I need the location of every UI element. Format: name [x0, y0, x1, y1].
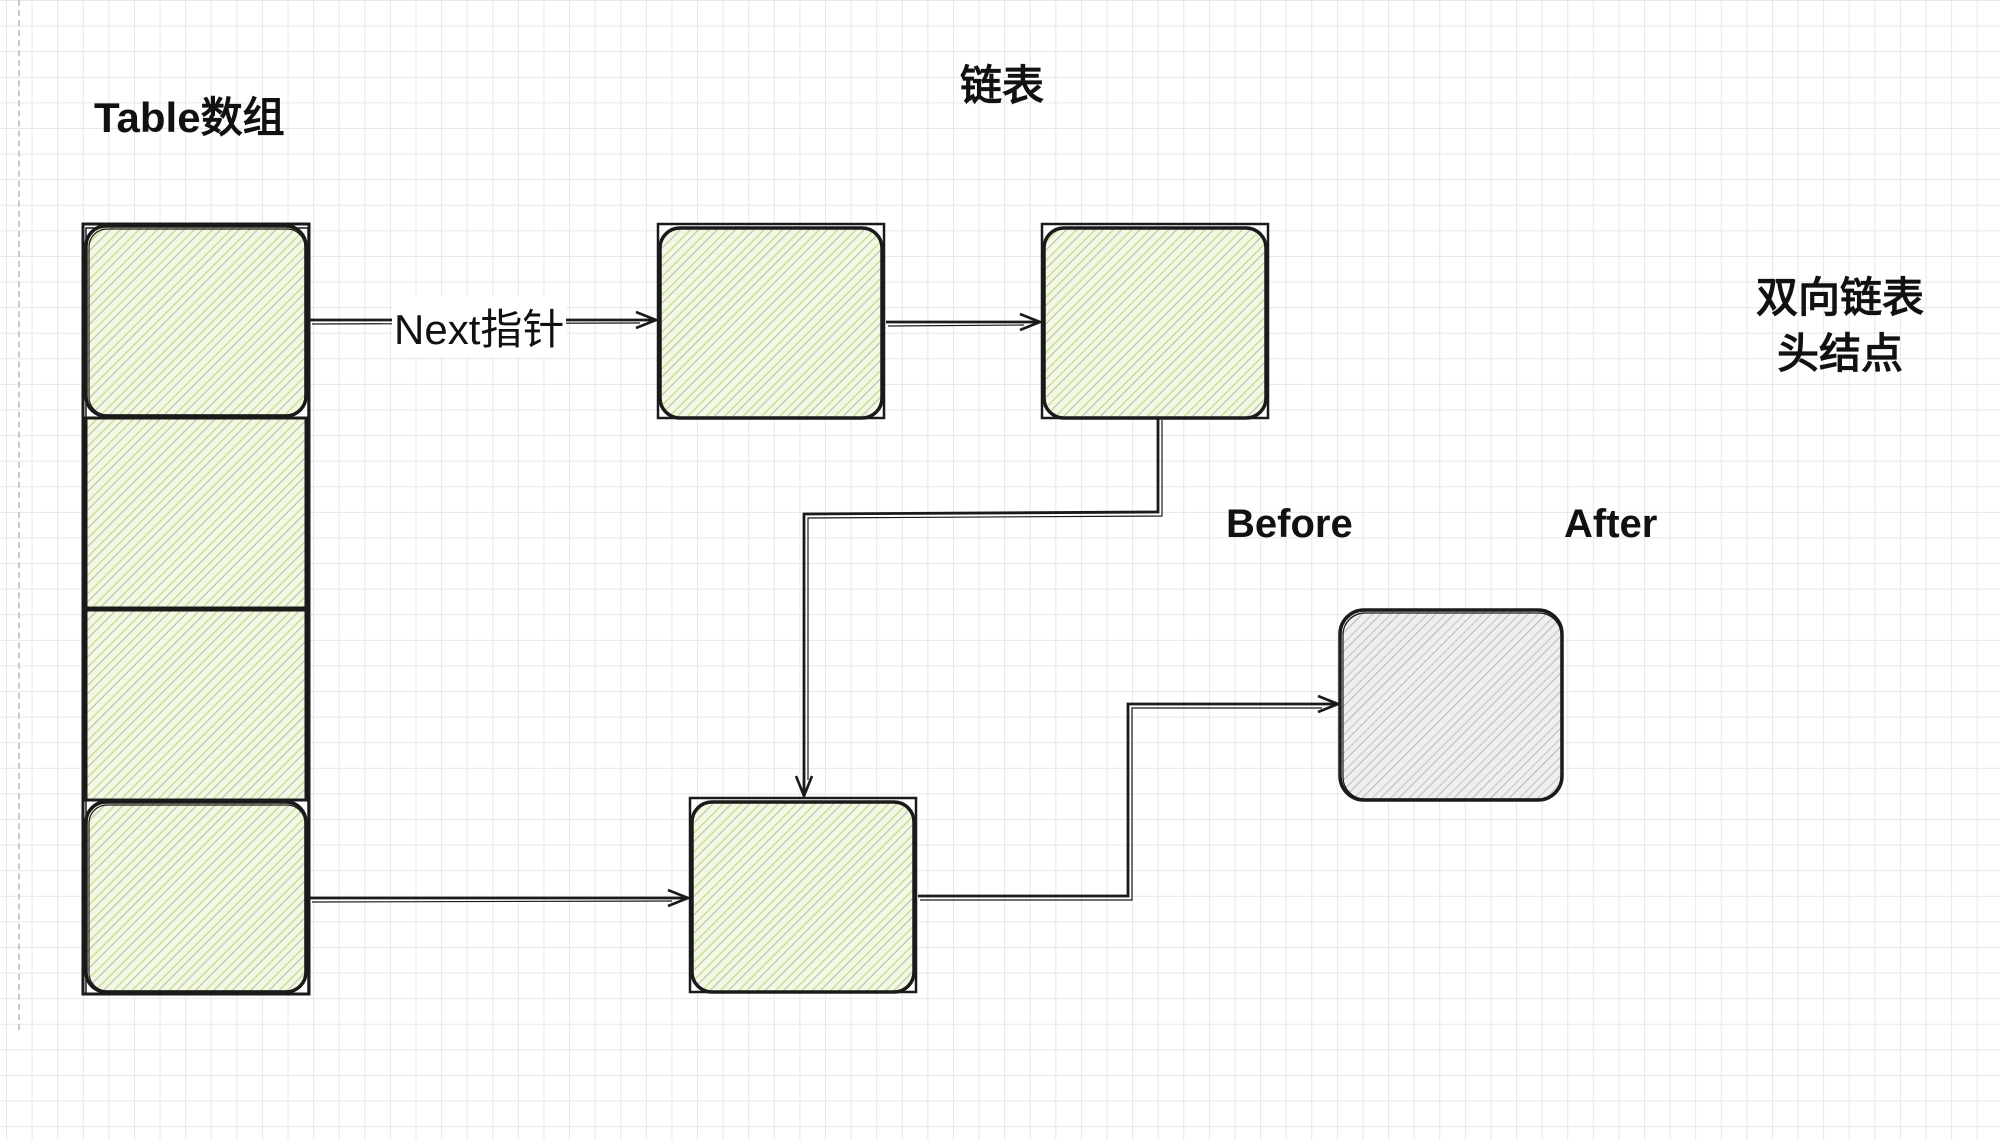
- table-slot-2: [84, 416, 308, 610]
- edge-node1-to-node2: [886, 312, 1042, 332]
- after-label: After: [1564, 502, 1658, 546]
- list-node-1: [656, 222, 886, 420]
- list-node-2: [1040, 222, 1270, 420]
- before-label: Before: [1226, 502, 1353, 546]
- canvas-left-border: [18, 0, 20, 1030]
- table-slot-3: [84, 608, 308, 802]
- edge-node3-to-after: [918, 694, 1340, 901]
- table-slot-4: [84, 800, 308, 994]
- doubly-linked-head-label: 双向链表 头结点: [1740, 270, 1940, 382]
- linked-list-title: 链表: [960, 62, 1045, 109]
- list-node-3: [688, 796, 918, 994]
- doubly-linked-line-1: 双向链表: [1755, 274, 1924, 321]
- doubly-linked-line-2: 头结点: [1776, 330, 1903, 377]
- next-pointer-label: Next指针: [392, 296, 567, 357]
- edge-node2-to-node3: [794, 418, 1163, 798]
- edge-table4-to-node3: [310, 888, 690, 908]
- table-array-title: Table数组: [94, 94, 285, 141]
- table-slot-1: [84, 224, 308, 418]
- after-node: [1338, 608, 1564, 802]
